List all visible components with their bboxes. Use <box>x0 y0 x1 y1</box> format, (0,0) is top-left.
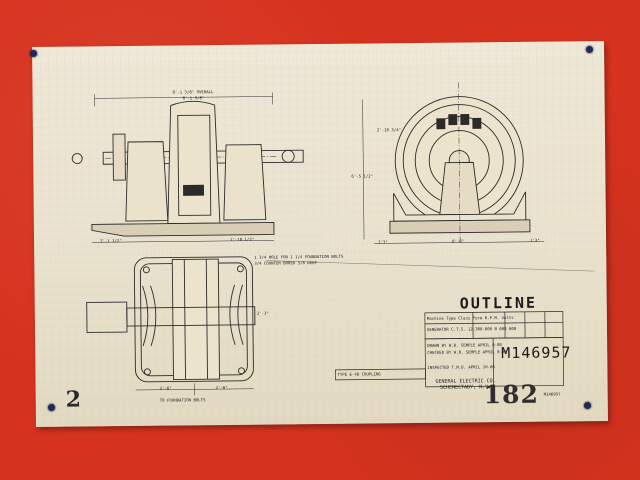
header-volts: Volts <box>501 314 514 321</box>
plan-view <box>86 256 256 396</box>
dim-plan-height: 2'-3" <box>256 310 269 316</box>
technical-drawing <box>32 41 608 427</box>
pushpin-bottom-left <box>48 404 55 411</box>
blueprint-sheet: OUTLINE Machine Type Class Form R.P.M. V… <box>32 41 608 427</box>
foundation-width-note: TO FOUNDATION BOLTS <box>159 397 206 403</box>
coupling-note: TYPE E-48 COUPLING <box>337 371 381 377</box>
header-rpm: R.P.M. <box>484 315 500 321</box>
drawn-note: DRAWN BY W.B. SEMPLE APRIL 8-08 <box>427 342 502 348</box>
cell-machine: GENERATOR <box>426 326 449 332</box>
cell-class: C.T.S. <box>451 326 466 332</box>
inspected-note: INSPECTED T.M.D. APRIL 10-08 <box>427 364 495 370</box>
side-elevation-view <box>71 92 304 243</box>
cell-form: B <box>494 326 497 332</box>
header-form: Form <box>472 315 483 321</box>
title-block-data-row: GENERATOR C.T.S. 12-300-600 B 600 600 <box>427 326 516 333</box>
checked-note: CHECKED BY W.B. SEMPLE APRIL 8-08 <box>427 349 507 355</box>
dim-end-right: 1'3" <box>530 237 540 243</box>
title-block-header-row: Machine Type Class Form R.P.M. Volts <box>427 315 514 322</box>
cell-rating: 12-300-600 <box>467 326 493 332</box>
counterbore-note: 3/4 COUNTER BORED 3/8 DEEP <box>254 260 317 266</box>
dim-end-left: 1'3" <box>378 239 388 245</box>
dim-end-height: 6'-5 1/2" <box>351 173 374 179</box>
corner-reference: M146957 <box>543 391 561 397</box>
dim-base-right: 1'-10 1/2" <box>230 236 255 242</box>
drawing-number: M146957 <box>501 343 572 363</box>
sheet-number-left: 2 <box>65 386 82 413</box>
dim-end-width: 6'-6" <box>452 238 465 244</box>
cell-volts: 600 <box>508 325 517 332</box>
drawing-title: OUTLINE <box>459 293 538 313</box>
sheet-number-right: 182 <box>483 379 540 410</box>
dim-plan-right: 2'-6" <box>215 384 228 391</box>
title-block-frame <box>266 260 595 388</box>
end-elevation-view <box>362 82 545 244</box>
header-machine-type: Machine Type <box>426 315 456 321</box>
cell-rpm: 600 <box>499 326 507 332</box>
dim-base-left: 2'-1 1/2" <box>100 238 122 244</box>
dim-end-top: 2'-10 3/4" <box>376 127 402 133</box>
pushpin-top-right <box>586 46 593 53</box>
pushpin-bottom-right <box>584 402 591 409</box>
dim-plan-left: 2'-6" <box>159 385 172 391</box>
pushpin-top-left <box>30 50 37 57</box>
dim-top-overall: 8'-1 3/8" <box>182 95 205 101</box>
header-class: Class <box>458 315 471 321</box>
